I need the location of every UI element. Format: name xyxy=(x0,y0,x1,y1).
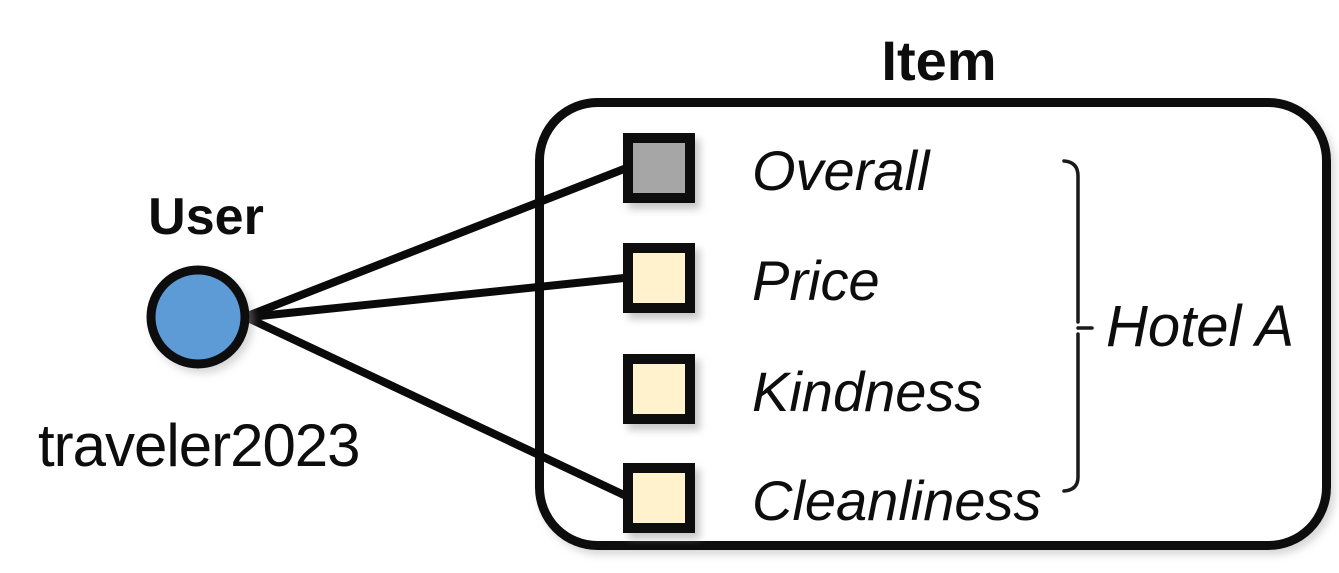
aspect-node-kindness xyxy=(623,354,695,424)
edge-user-overall xyxy=(246,165,628,319)
aspect-node-cleanliness xyxy=(623,463,695,533)
user-node xyxy=(146,265,250,369)
user-node-label: traveler2023 xyxy=(38,412,360,479)
edge-user-cleanliness xyxy=(246,315,628,499)
aspect-node-overall xyxy=(623,133,695,203)
user-section-title: User xyxy=(148,188,264,246)
aspect-label-cleanliness: Cleanliness xyxy=(752,469,1042,532)
aspect-label-kindness: Kindness xyxy=(752,360,982,423)
aspect-label-overall: Overall xyxy=(752,139,931,202)
item-box xyxy=(535,98,1331,550)
aspect-label-price: Price xyxy=(752,249,880,312)
item-section-title: Item xyxy=(881,29,996,92)
aspect-node-price xyxy=(623,243,695,313)
group-label: Hotel A xyxy=(1106,294,1294,359)
edge-group xyxy=(246,165,628,499)
edge-user-price xyxy=(246,274,628,321)
aspect-nodes xyxy=(623,133,695,533)
group-bracket xyxy=(1062,159,1094,493)
